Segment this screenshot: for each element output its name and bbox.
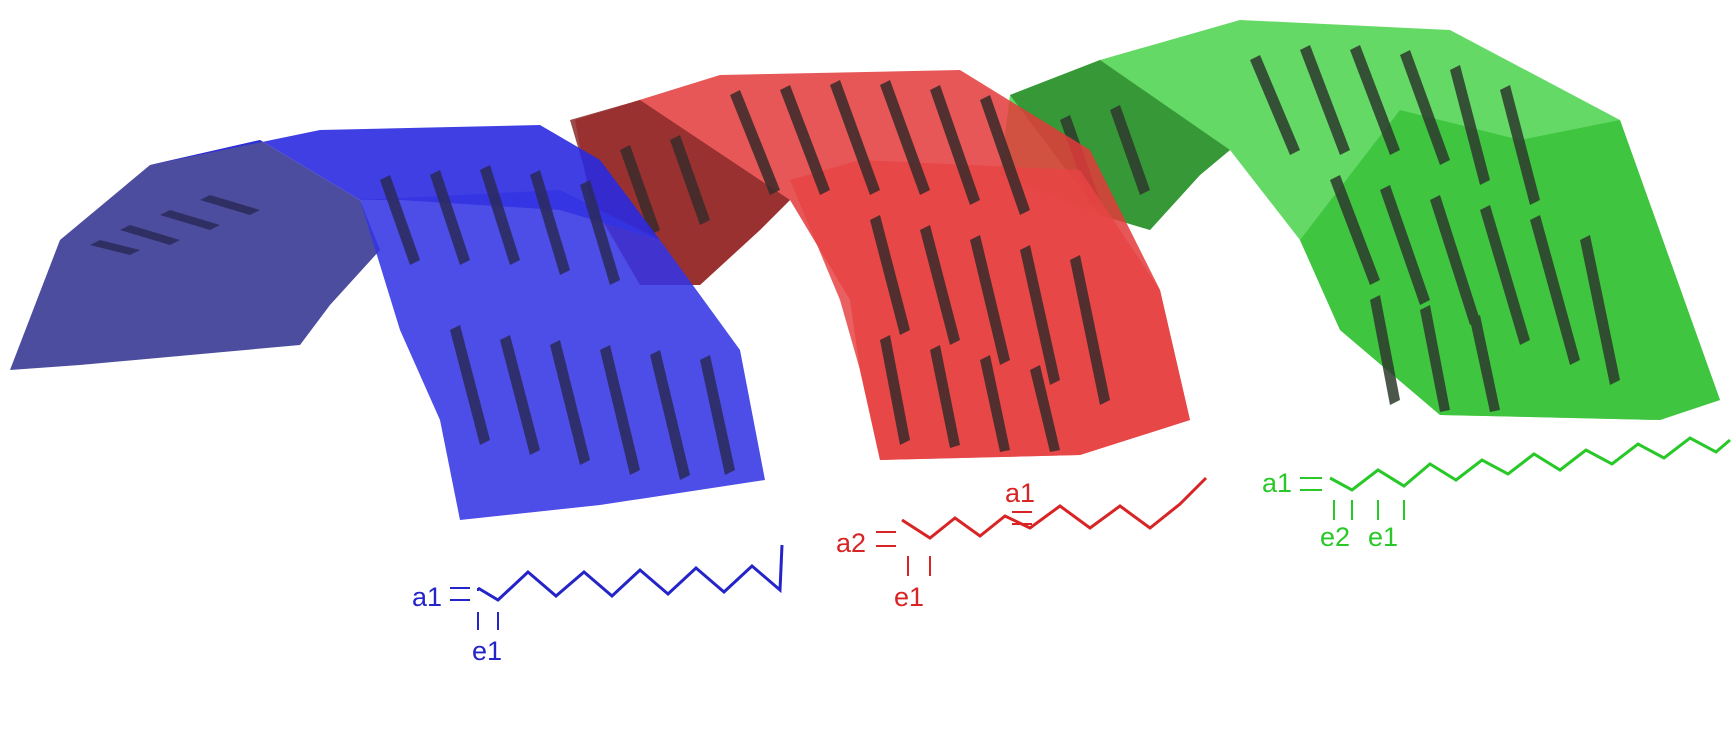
green-arch-left-leg [1010, 60, 1230, 230]
green-zigzag-line [1329, 436, 1731, 492]
blue-arch-top [150, 125, 660, 240]
blue-label-a1: a1 [412, 582, 442, 612]
blue-arch [10, 125, 765, 520]
red-profile: a2 e1 a1 [836, 476, 1208, 612]
blue-zigzag-line [477, 544, 784, 602]
green-arch [1000, 20, 1720, 420]
red-label-e1: e1 [894, 582, 924, 612]
green-arch-slits [1060, 45, 1620, 412]
red-dimension-marks [876, 511, 1032, 576]
green-arch-right-leg [1300, 110, 1720, 420]
green-label-e2: e2 [1320, 522, 1350, 552]
blue-arch-left-leg [10, 140, 380, 370]
blue-label-e1: e1 [472, 636, 502, 666]
red-zigzag-line [901, 476, 1208, 540]
green-dimension-marks [1300, 477, 1405, 520]
blue-arch-slits [90, 165, 735, 480]
green-profile: a1 e2 e1 [1262, 436, 1731, 552]
red-arch-slits [620, 80, 1110, 452]
red-label-a1: a1 [1005, 478, 1035, 508]
blue-dimension-marks [450, 587, 499, 630]
blue-profile: a1 e1 [412, 544, 784, 666]
green-label-e1: e1 [1368, 522, 1398, 552]
red-label-a2: a2 [836, 528, 866, 558]
green-label-a1: a1 [1262, 468, 1292, 498]
